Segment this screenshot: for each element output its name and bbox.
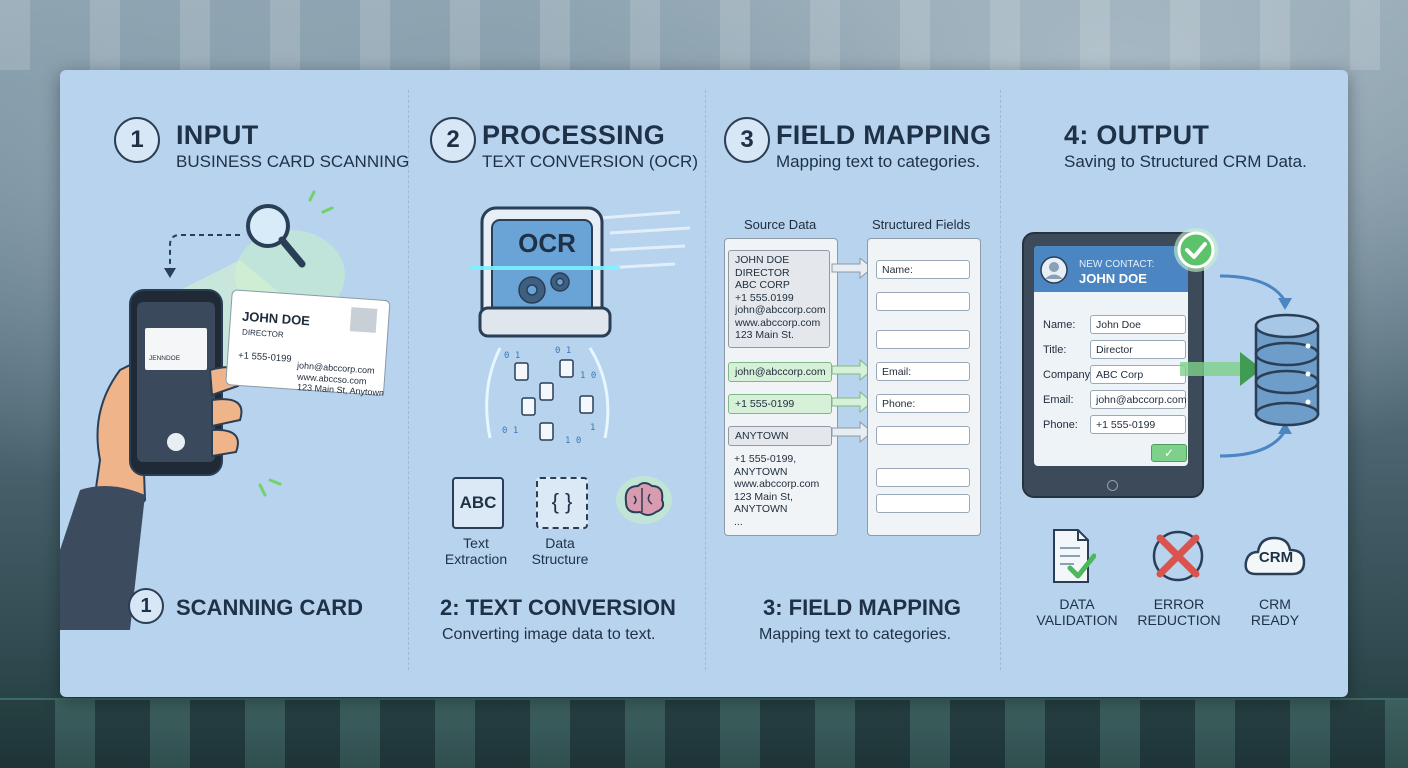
contact-name: JOHN DOE bbox=[1079, 271, 1147, 286]
step-1-subtitle: BUSINESS CARD SCANNING bbox=[176, 152, 410, 171]
step-2-title: PROCESSING bbox=[482, 120, 666, 150]
contact-field-label: Company: bbox=[1043, 369, 1094, 381]
text-extraction-label: Text Extraction bbox=[444, 535, 508, 567]
step-3-number: 3 bbox=[724, 117, 770, 163]
contact-name-field: John Doe bbox=[1090, 315, 1186, 334]
svg-text:1: 1 bbox=[590, 423, 595, 433]
magnifier-icon bbox=[246, 204, 306, 268]
text-conversion-subtitle: Converting image data to text. bbox=[442, 626, 656, 643]
column-divider bbox=[705, 90, 707, 670]
data-structure-label: Data Structure bbox=[531, 535, 589, 567]
contact-field-label: Phone: bbox=[1043, 419, 1078, 431]
structured-fields-heading: Structured Fields bbox=[872, 217, 971, 232]
contact-phone-field: +1 555-0199 bbox=[1090, 415, 1186, 434]
field-mapping-subtitle: Mapping text to categories. bbox=[759, 626, 952, 643]
gear-icon bbox=[518, 272, 570, 304]
text-conversion-title: 2: TEXT CONVERSION bbox=[440, 595, 676, 620]
infographic-panel: 1 INPUT BUSINESS CARD SCANNING bbox=[60, 70, 1348, 697]
source-email-chip: john@abccorp.com bbox=[728, 362, 832, 382]
svg-text:1 0: 1 0 bbox=[580, 371, 596, 381]
crm-cloud-label: CRM bbox=[1258, 549, 1294, 566]
new-contact-label: NEW CONTACT: bbox=[1079, 259, 1155, 270]
svg-text:0 1: 0 1 bbox=[502, 426, 518, 436]
brain-icon bbox=[616, 476, 672, 524]
avatar-icon bbox=[1040, 256, 1068, 284]
field-mapping-title: 3: FIELD MAPPING bbox=[763, 595, 962, 620]
ocr-scanner-illustration: 0 1 0 1 1 0 0 1 1 0 1 bbox=[470, 206, 691, 446]
step-4-title: 4: OUTPUT bbox=[1064, 120, 1210, 150]
step-3-title: FIELD MAPPING bbox=[776, 120, 992, 150]
database-flow-illustration bbox=[1180, 274, 1320, 458]
contact-field-label: Name: bbox=[1043, 319, 1076, 331]
source-text-tail: +1 555-0199, ANYTOWN www.abccorp.com 123… bbox=[734, 453, 820, 528]
data-structure-icon: { } bbox=[536, 477, 588, 529]
tablet-home-button bbox=[1107, 480, 1118, 491]
empty-field bbox=[876, 330, 970, 349]
empty-field bbox=[876, 426, 970, 445]
structured-fields-panel bbox=[867, 238, 981, 536]
mapped-phone-field: Phone: bbox=[876, 394, 970, 413]
empty-field bbox=[876, 494, 970, 513]
source-data-heading: Source Data bbox=[744, 217, 817, 232]
step-3-subtitle: Mapping text to categories. bbox=[776, 152, 981, 171]
step-2-number: 2 bbox=[430, 117, 476, 163]
sparkle-icon bbox=[258, 190, 334, 497]
source-text-block: JOHN DOE DIRECTOR ABC CORP +1 555.0199 j… bbox=[728, 250, 830, 348]
column-divider bbox=[1000, 90, 1002, 670]
mapped-email-field: Email: bbox=[876, 362, 970, 381]
mapped-name-field: Name: bbox=[876, 260, 970, 279]
contact-field-label: Email: bbox=[1043, 394, 1074, 406]
svg-text:1 0: 1 0 bbox=[565, 436, 581, 446]
svg-text:0 1: 0 1 bbox=[555, 346, 571, 356]
check-badge-icon bbox=[1174, 228, 1218, 272]
source-town-chip: ANYTOWN bbox=[728, 426, 832, 446]
data-validation-label: DATA VALIDATION bbox=[1036, 596, 1118, 628]
phone-card-name: JENNDOE bbox=[149, 355, 181, 362]
error-reduction-label: ERROR REDUCTION bbox=[1137, 596, 1221, 628]
contact-email-field: john@abccorp.com bbox=[1090, 390, 1187, 409]
step-4-subtitle: Saving to Structured CRM Data. bbox=[1064, 152, 1307, 171]
database-icon bbox=[1254, 313, 1320, 427]
background-ceiling bbox=[0, 0, 1408, 70]
step-2-subtitle: TEXT CONVERSION (OCR) bbox=[482, 152, 698, 171]
contact-company-field: ABC Corp bbox=[1090, 365, 1186, 384]
empty-field bbox=[876, 468, 970, 487]
scanning-step-number: 1 bbox=[128, 588, 164, 624]
cloud-icon bbox=[1244, 536, 1306, 576]
background-crowd bbox=[0, 700, 1408, 768]
scanning-illustration bbox=[60, 190, 391, 630]
data-validation-icon bbox=[1053, 529, 1096, 583]
contact-title-field: Director bbox=[1090, 340, 1186, 359]
step-1-title: INPUT bbox=[176, 120, 259, 150]
step-1-number: 1 bbox=[114, 117, 160, 163]
mapping-arrows bbox=[831, 258, 873, 444]
svg-text:0 1: 0 1 bbox=[504, 351, 520, 361]
empty-field bbox=[876, 292, 970, 311]
crm-ready-label: CRM READY bbox=[1250, 596, 1300, 628]
column-divider bbox=[408, 90, 410, 670]
save-check-button[interactable]: ✓ bbox=[1151, 444, 1187, 462]
contact-field-label: Title: bbox=[1043, 344, 1067, 356]
scanning-card-title: SCANNING CARD bbox=[176, 595, 363, 620]
text-extraction-icon: ABC bbox=[452, 477, 504, 529]
error-reduction-icon bbox=[1152, 530, 1204, 582]
ocr-label: OCR bbox=[518, 228, 576, 258]
source-phone-chip: +1 555-0199 bbox=[728, 394, 832, 414]
